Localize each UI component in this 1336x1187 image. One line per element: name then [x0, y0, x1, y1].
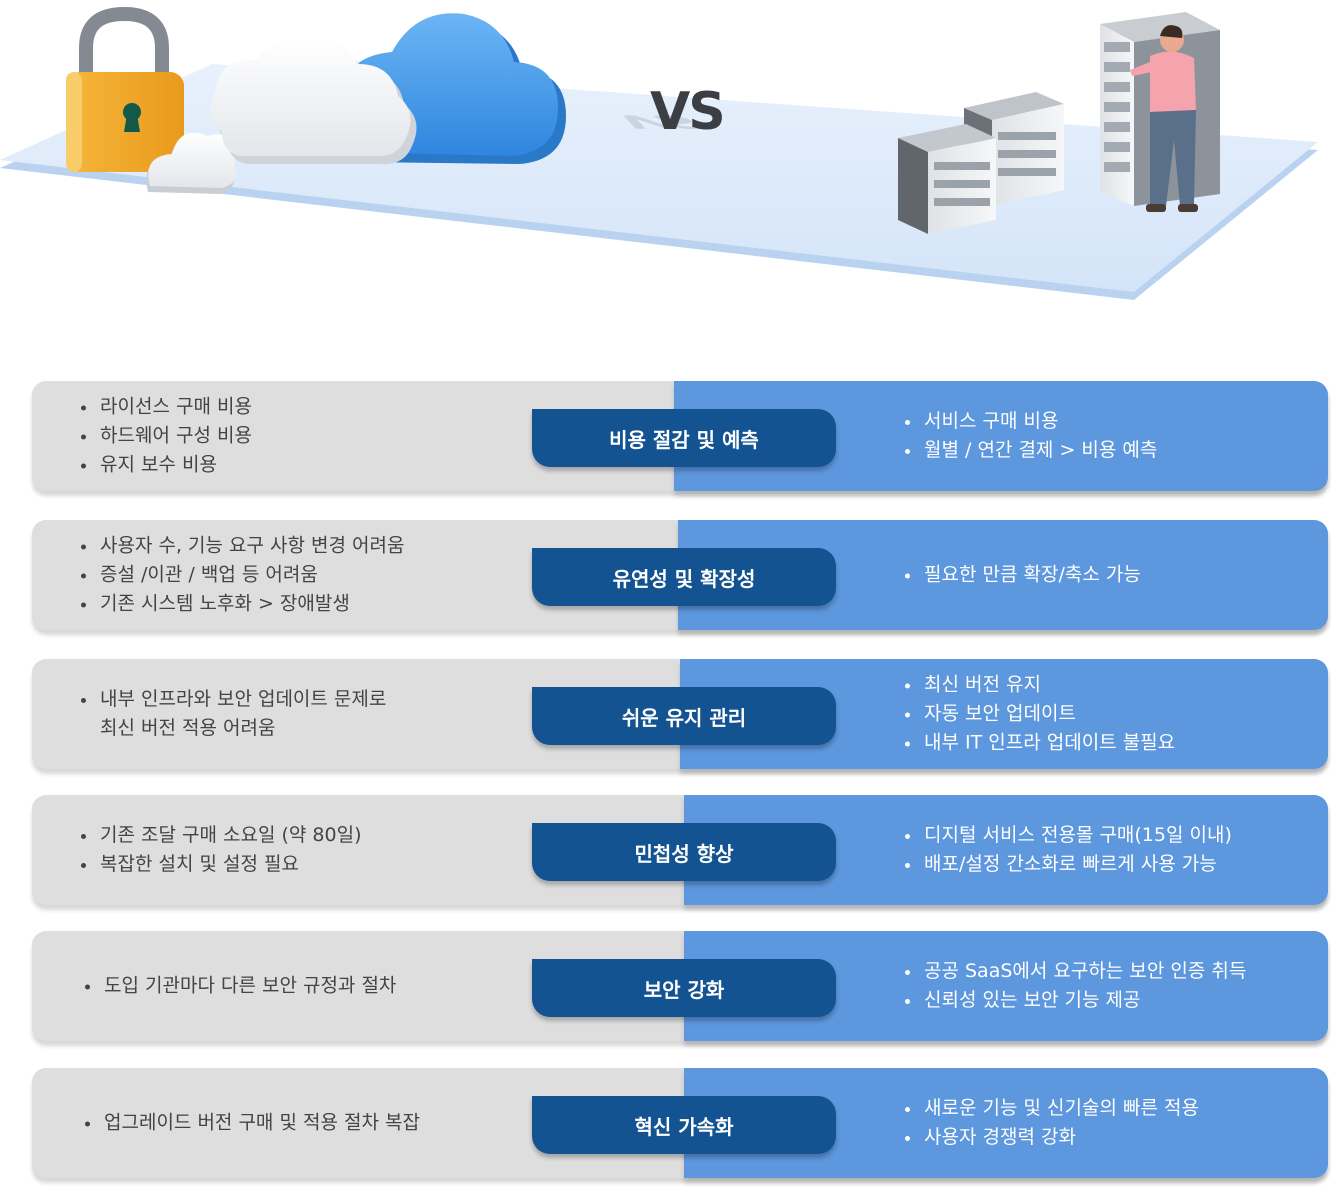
vs-label: VS — [650, 82, 726, 142]
category-badge: 보안 강화 — [532, 959, 836, 1017]
onprem-list: 도입 기관마다 다른 보안 규정과 절차 — [82, 972, 396, 1001]
row-flexibility: 사용자 수, 기능 요구 사항 변경 어려움 증설 /이관 / 백업 등 어려움… — [32, 520, 1328, 630]
category-badge: 유연성 및 확장성 — [532, 548, 836, 606]
category-badge: 쉬운 유지 관리 — [532, 687, 836, 745]
row-cost: 라이선스 구매 비용 하드웨어 구성 비용 유지 보수 비용 비용 절감 및 예… — [32, 381, 1328, 491]
small-cloud-icon — [146, 132, 237, 194]
onprem-item: 라이선스 구매 비용 — [78, 393, 252, 422]
padlock-icon — [66, 6, 184, 172]
platform-illustration — [0, 6, 1318, 300]
white-cloud-icon — [210, 38, 417, 165]
saas-item: 필요한 만큼 확장/축소 가능 — [902, 561, 1141, 590]
onprem-list: 라이선스 구매 비용 하드웨어 구성 비용 유지 보수 비용 — [78, 393, 252, 480]
onprem-item: 업그레이드 버전 구매 및 적용 절차 복잡 — [82, 1109, 420, 1138]
person-icon — [1130, 25, 1198, 212]
saas-item: 배포/설정 간소화로 빠르게 사용 가능 — [902, 850, 1232, 879]
onprem-item: 최신 버전 적용 어려움 — [100, 717, 276, 739]
onprem-item: 복잡한 설치 및 설정 필요 — [78, 850, 361, 879]
saas-list: 디지털 서비스 전용몰 구매(15일 이내) 배포/설정 간소화로 빠르게 사용… — [902, 821, 1232, 879]
onprem-list: 내부 인프라와 보안 업데이트 문제로 최신 버전 적용 어려움 — [78, 685, 386, 743]
category-badge: 비용 절감 및 예측 — [532, 409, 836, 467]
onprem-list: 기존 조달 구매 소요일 (약 80일) 복잡한 설치 및 설정 필요 — [78, 821, 361, 879]
saas-item: 디지털 서비스 전용몰 구매(15일 이내) — [902, 821, 1232, 850]
saas-item: 공공 SaaS에서 요구하는 보안 인증 취득 — [902, 957, 1246, 986]
onprem-item: 기존 조달 구매 소요일 (약 80일) — [78, 821, 361, 850]
onprem-item: 사용자 수, 기능 요구 사항 변경 어려움 — [78, 532, 404, 561]
server-rack-icon — [898, 12, 1220, 234]
saas-list: 필요한 만큼 확장/축소 가능 — [902, 561, 1141, 590]
onprem-list: 사용자 수, 기능 요구 사항 변경 어려움 증설 /이관 / 백업 등 어려움… — [78, 532, 404, 619]
saas-item: 자동 보안 업데이트 — [902, 700, 1175, 729]
row-security: 도입 기관마다 다른 보안 규정과 절차 보안 강화 공공 SaaS에서 요구하… — [32, 931, 1328, 1041]
saas-item: 최신 버전 유지 — [902, 671, 1175, 700]
onprem-list: 업그레이드 버전 구매 및 적용 절차 복잡 — [82, 1109, 420, 1138]
onprem-item: 하드웨어 구성 비용 — [78, 422, 252, 451]
category-badge: 혁신 가속화 — [532, 1096, 836, 1154]
saas-item: 사용자 경쟁력 강화 — [902, 1123, 1199, 1152]
saas-item: 신뢰성 있는 보안 기능 제공 — [902, 986, 1246, 1015]
onprem-item: 도입 기관마다 다른 보안 규정과 절차 — [82, 972, 396, 1001]
onprem-item: 내부 인프라와 보안 업데이트 문제로 — [78, 685, 386, 714]
onprem-item: 기존 시스템 노후화 > 장애발생 — [78, 590, 404, 619]
saas-list: 서비스 구매 비용 월별 / 연간 결제 > 비용 예측 — [902, 407, 1157, 465]
onprem-item: 증설 /이관 / 백업 등 어려움 — [78, 561, 404, 590]
row-maintenance: 내부 인프라와 보안 업데이트 문제로 최신 버전 적용 어려움 쉬운 유지 관… — [32, 659, 1328, 769]
saas-item: 월별 / 연간 결제 > 비용 예측 — [902, 436, 1157, 465]
hero-illustration: VS VS — [0, 0, 1336, 330]
saas-item: 내부 IT 인프라 업데이트 불필요 — [902, 729, 1175, 758]
saas-list: 새로운 기능 및 신기술의 빠른 적용 사용자 경쟁력 강화 — [902, 1094, 1199, 1152]
row-innovation: 업그레이드 버전 구매 및 적용 절차 복잡 혁신 가속화 새로운 기능 및 신… — [32, 1068, 1328, 1178]
saas-list: 공공 SaaS에서 요구하는 보안 인증 취득 신뢰성 있는 보안 기능 제공 — [902, 957, 1246, 1015]
saas-list: 최신 버전 유지 자동 보안 업데이트 내부 IT 인프라 업데이트 불필요 — [902, 671, 1175, 758]
row-agility: 기존 조달 구매 소요일 (약 80일) 복잡한 설치 및 설정 필요 민첩성 … — [32, 795, 1328, 905]
category-badge: 민첩성 향상 — [532, 823, 836, 881]
saas-item: 새로운 기능 및 신기술의 빠른 적용 — [902, 1094, 1199, 1123]
onprem-item: 유지 보수 비용 — [78, 451, 252, 480]
saas-item: 서비스 구매 비용 — [902, 407, 1157, 436]
